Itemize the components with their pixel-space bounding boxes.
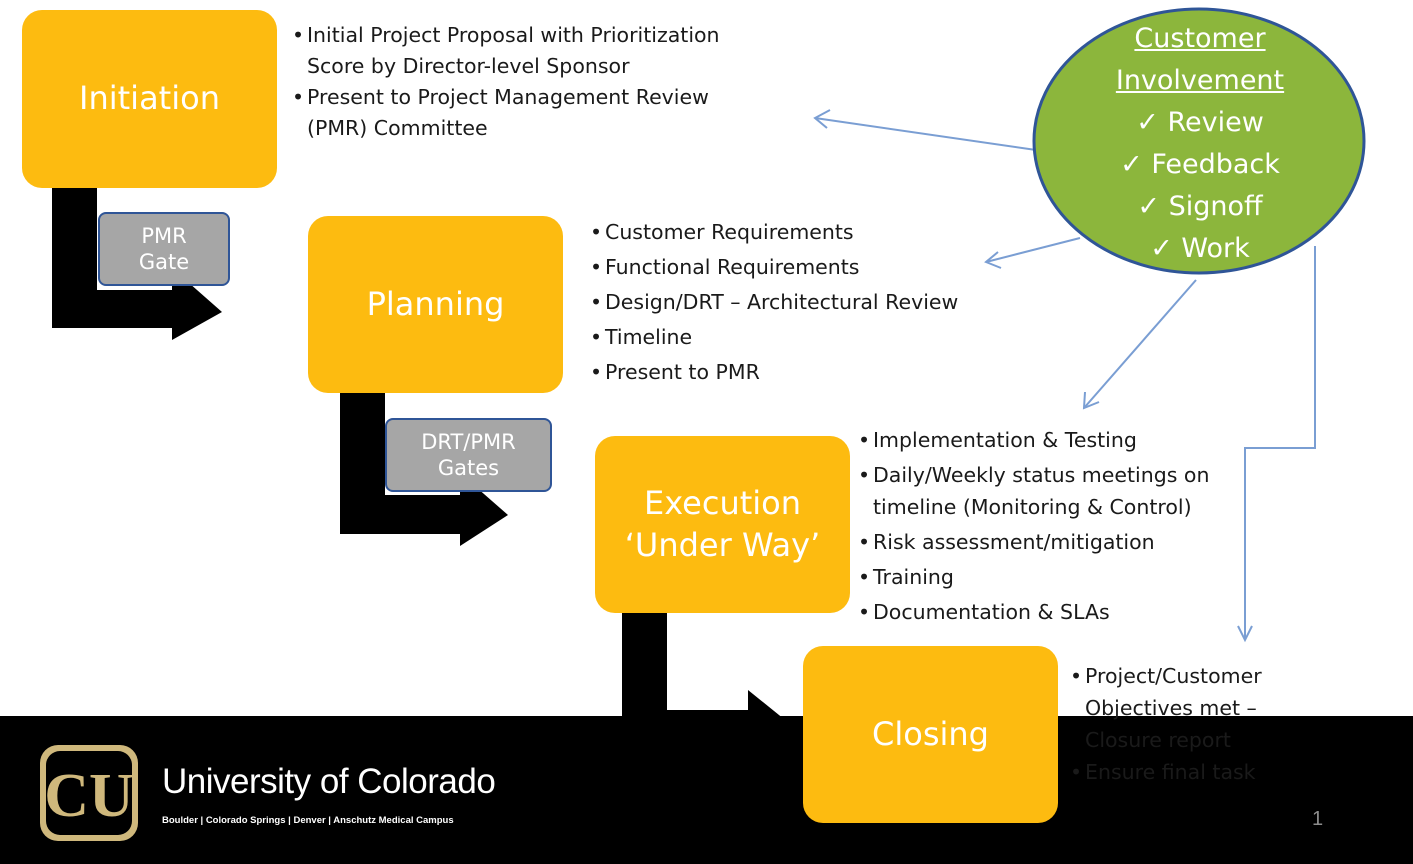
check-icon: ✓ <box>1150 233 1182 264</box>
gate-pmr: PMR Gate <box>98 212 230 286</box>
flow-arrow-planning-execution <box>340 392 508 546</box>
phase-closing-label: Closing <box>872 714 989 753</box>
check-icon: ✓ <box>1137 191 1169 222</box>
phase-planning: Planning <box>308 216 563 393</box>
list-item: Documentation & SLAs <box>858 596 1253 628</box>
list-item: Initial Project Proposal with Prioritiza… <box>292 20 762 82</box>
phase-closing: Closing <box>803 646 1058 823</box>
customer-item-signoff: ✓ Signoff <box>1137 191 1263 222</box>
phase-initiation-label: Initiation <box>79 79 220 118</box>
phase-execution-label-line2: ‘Under Way’ <box>624 525 821 564</box>
list-item: Customer Requirements <box>590 215 1020 250</box>
check-icon: ✓ <box>1120 149 1152 180</box>
customer-involvement-circle <box>1032 7 1366 275</box>
customer-item-work: ✓ Work <box>1150 233 1250 264</box>
customer-title-line1: Customer <box>1134 23 1266 54</box>
list-item: Project/Customer Objectives met – Closur… <box>1070 660 1300 756</box>
customer-item-review: ✓ Review <box>1136 107 1264 138</box>
university-campuses: Boulder | Colorado Springs | Denver | An… <box>162 815 454 826</box>
customer-title-line2: Involvement <box>1115 65 1285 96</box>
cu-logo-icon: CU <box>40 745 138 841</box>
gate-drt-line2: Gates <box>437 456 500 480</box>
list-item: Design/DRT – Architectural Review <box>590 285 1020 320</box>
flow-arrow-initiation-planning <box>52 185 222 340</box>
list-item: Functional Requirements <box>590 250 1020 285</box>
list-item: Risk assessment/mitigation <box>858 526 1253 558</box>
check-icon: ✓ <box>1136 107 1168 138</box>
closing-bullets: Project/Customer Objectives met – Closur… <box>1070 660 1300 788</box>
list-item: Training <box>858 561 1253 593</box>
list-item: Timeline <box>590 320 1020 355</box>
phase-execution-label-line1: Execution <box>643 483 802 522</box>
list-item: Implementation & Testing <box>858 424 1253 456</box>
list-item: Present to PMR <box>590 355 1020 390</box>
phase-execution: Execution ‘Under Way’ <box>595 436 850 613</box>
slide-number: 1 <box>1312 808 1324 830</box>
phase-initiation: Initiation <box>22 10 277 188</box>
initiation-bullets: Initial Project Proposal with Prioritiza… <box>292 20 762 144</box>
gate-pmr-line1: PMR <box>141 223 187 248</box>
cu-logo-letters: CU <box>44 762 134 830</box>
flow-arrow-execution-closing <box>622 612 800 776</box>
customer-item-feedback: ✓ Feedback <box>1120 149 1280 180</box>
list-item: Present to Project Management Review (PM… <box>292 82 762 144</box>
phase-planning-label: Planning <box>366 284 505 323</box>
gate-pmr-line2: Gate <box>138 250 190 274</box>
gate-drt-pmr: DRT/PMR Gates <box>385 418 552 492</box>
customer-involvement-text: Customer Involvement ✓ Review ✓ Feedback… <box>1070 18 1330 270</box>
gate-drt-line1: DRT/PMR <box>421 429 516 454</box>
planning-bullets: Customer Requirements Functional Require… <box>590 215 1020 390</box>
execution-bullets: Implementation & Testing Daily/Weekly st… <box>858 424 1253 628</box>
university-name: University of Colorado <box>162 762 496 801</box>
list-item: Daily/Weekly status meetings on timeline… <box>858 459 1253 523</box>
list-item: Ensure final task <box>1070 756 1300 788</box>
